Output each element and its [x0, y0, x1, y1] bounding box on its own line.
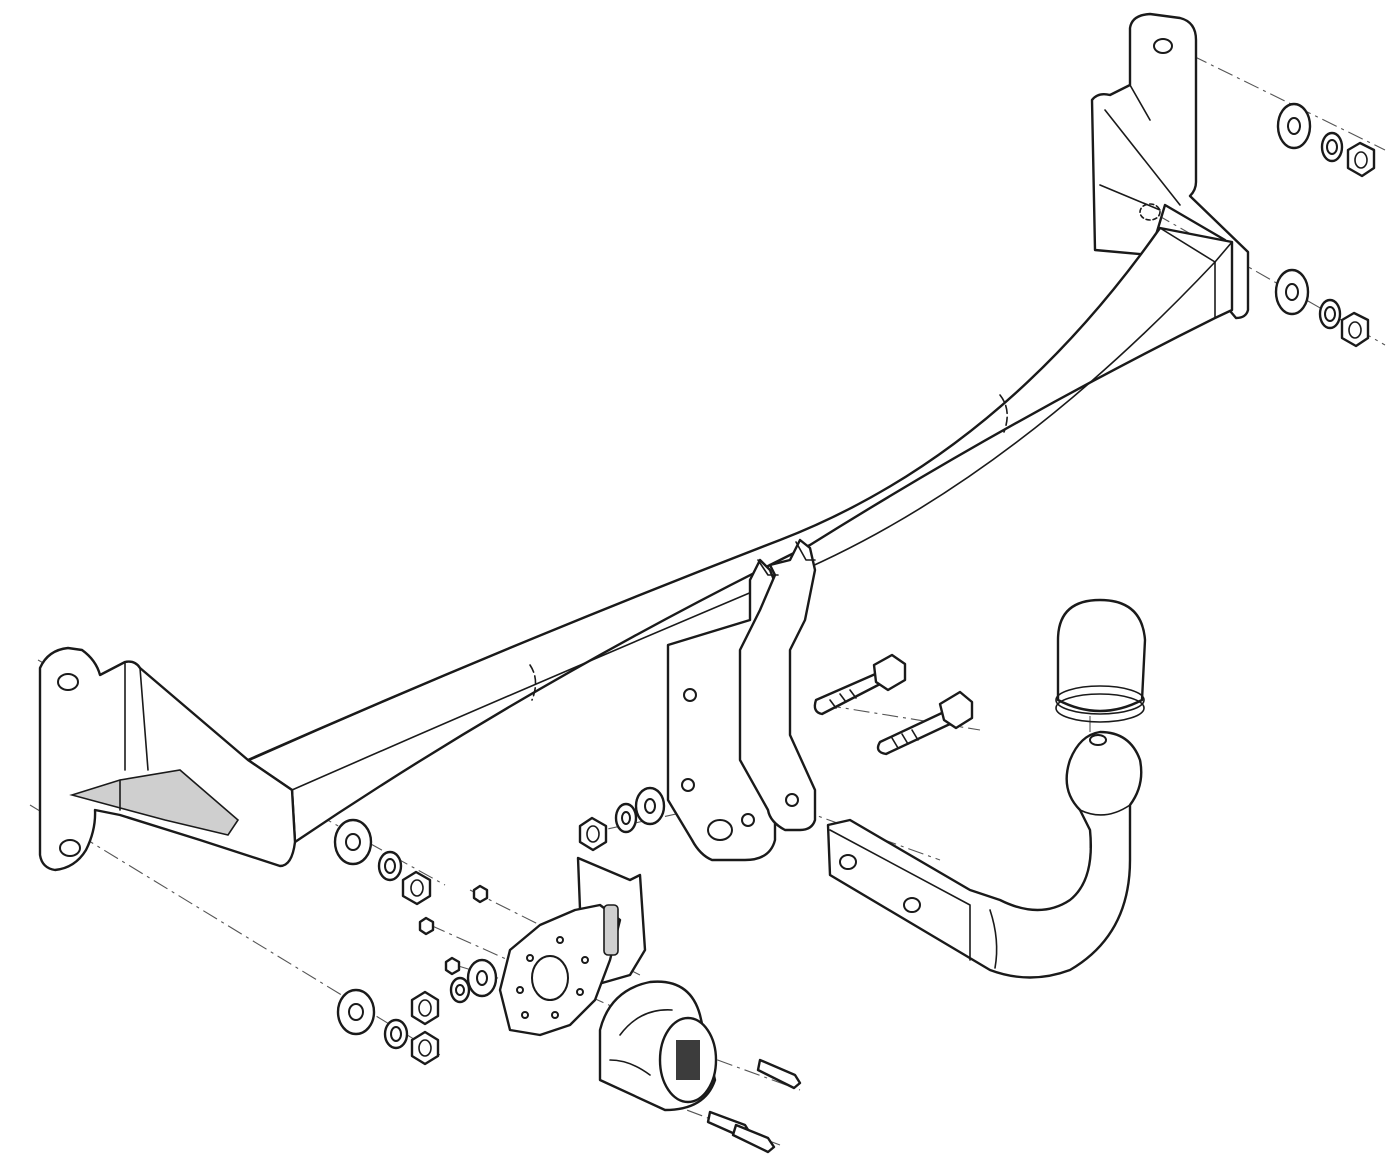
washer-right-lower-large: [1274, 268, 1310, 316]
nut-left-lower: [410, 1030, 440, 1066]
washer-center-large: [634, 786, 666, 826]
socket-screw-1: [756, 1058, 802, 1090]
washer-left-lower-large: [336, 988, 376, 1036]
nut-small-2: [418, 916, 435, 936]
washer-right-upper-large: [1276, 102, 1312, 150]
nut-right-upper: [1346, 141, 1376, 178]
washer-left-lower-small: [383, 1018, 409, 1050]
nut-small-3: [444, 956, 461, 976]
left-mounting-bracket: [38, 646, 297, 872]
washer-left-upper-small: [377, 850, 403, 882]
washer-socket-small: [449, 976, 471, 1004]
hex-bolt-upper: [813, 653, 907, 716]
nut-right-lower: [1340, 311, 1370, 348]
tow-ball-cap: [1055, 598, 1147, 723]
washer-left-upper-large: [333, 818, 373, 866]
socket-plate: [498, 856, 647, 1037]
nut-small-1: [472, 884, 489, 904]
washer-center-small: [614, 802, 638, 834]
washer-right-upper-small: [1320, 131, 1344, 163]
right-mounting-bracket: [1090, 12, 1250, 320]
crossbar: [246, 226, 1234, 844]
nut-left-middle: [410, 990, 440, 1026]
nut-center: [578, 816, 608, 852]
washers: [333, 102, 1344, 1050]
electrical-socket: [598, 980, 718, 1112]
washer-socket-large: [466, 958, 498, 998]
center-hanger-plates: [666, 538, 817, 862]
nut-left-upper: [401, 870, 432, 906]
socket-screw-3: [731, 1123, 776, 1154]
detachable-tow-ball-neck: [826, 730, 1143, 979]
hex-bolt-lower: [876, 690, 974, 756]
nuts: [401, 141, 1376, 1066]
washer-right-lower-small: [1318, 298, 1342, 330]
